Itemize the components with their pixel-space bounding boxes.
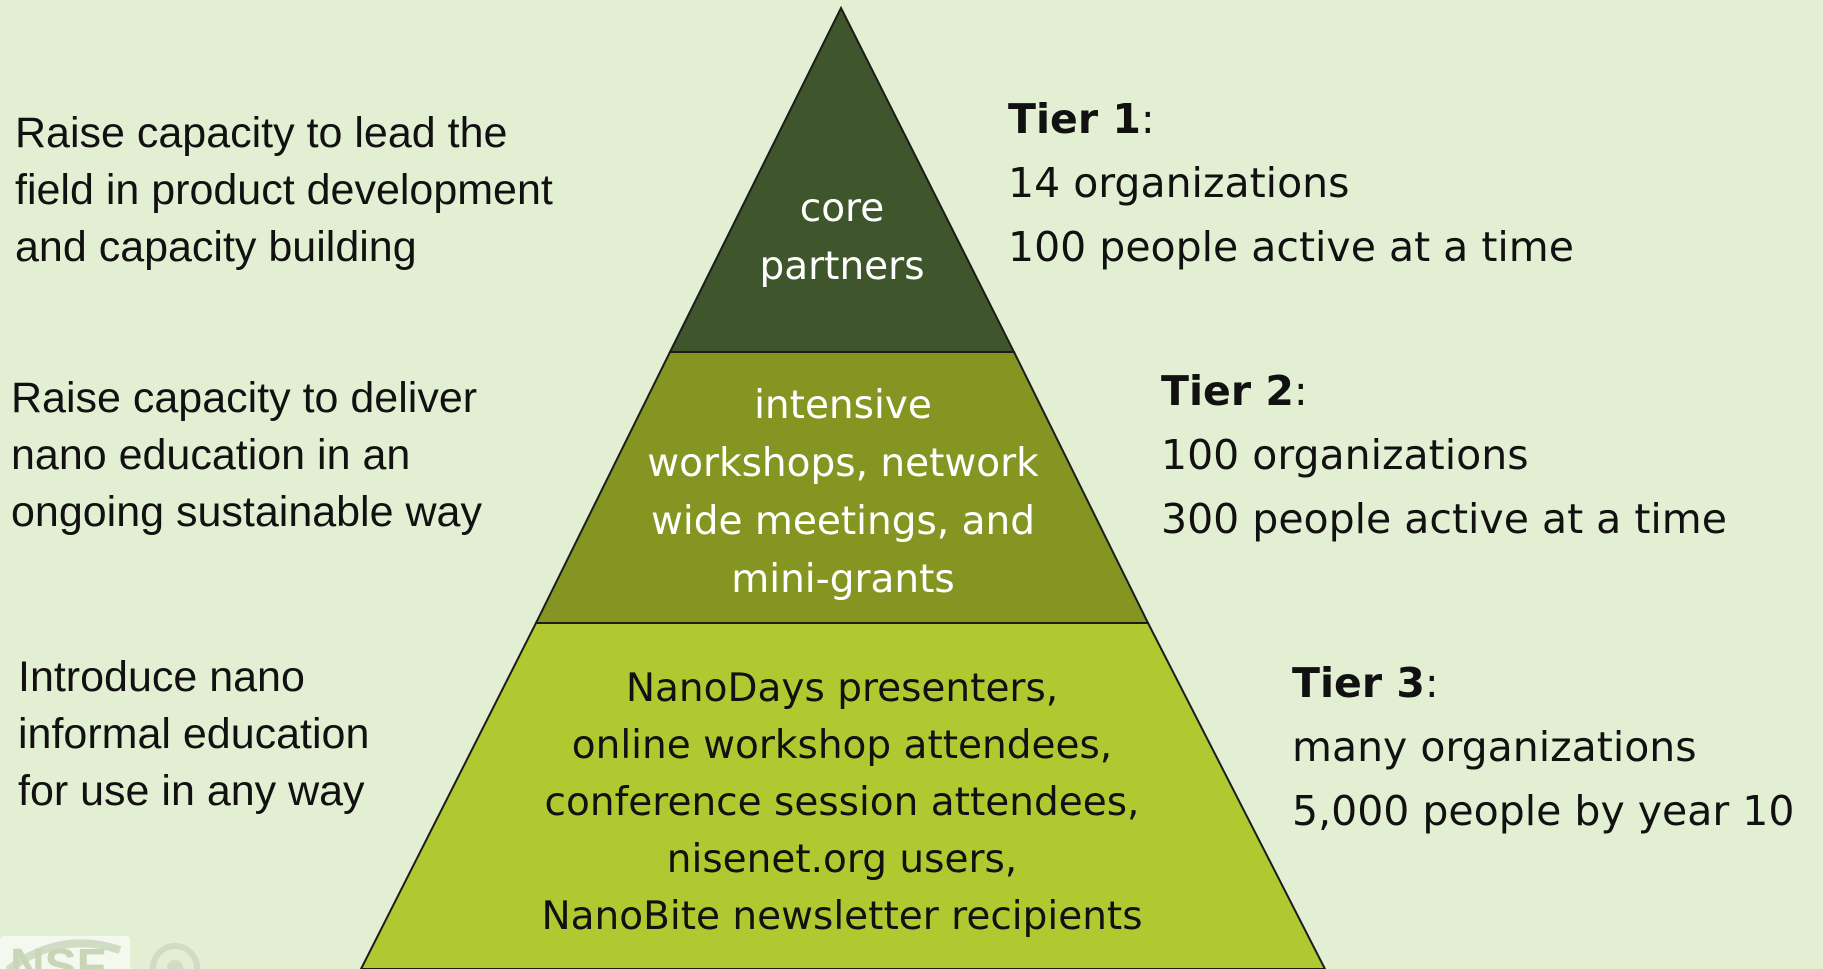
nsf-logo-mark: NSF [0,936,200,969]
pyramid-tier2-line: mini-grants [731,557,955,602]
goal-tier2-line: Raise capacity to deliver [11,374,478,422]
pyramid-tier3-line: nisenet.org users, [666,837,1018,882]
tier3-info: Tier 3: many organizations 5,000 people … [1292,651,1794,843]
goal-tier3-line: for use in any way [18,767,365,815]
tier2-colon: : [1293,367,1308,415]
tier1-colon: : [1140,95,1155,143]
goal-tier3-line: Introduce nano [18,653,305,701]
goal-tier3: Introduce nano informal education for us… [18,649,369,820]
tier3-colon: : [1424,659,1439,707]
goal-tier3-line: informal education [18,710,370,758]
tier1-label: Tier 1 [1008,95,1141,143]
tier2-heading: Tier 2: [1161,359,1727,423]
pyramid-tier3-line: conference session attendees, [544,780,1140,825]
pyramid-tier3-line: NanoDays presenters, [625,666,1059,711]
goal-tier1-line: field in product development [15,166,553,214]
goal-tier1: Raise capacity to lead the field in prod… [15,105,553,276]
tier3-people: 5,000 people by year 10 [1292,787,1795,835]
nsf-logo: NSF [0,930,230,969]
pyramid-tier1-text: core partners [759,180,924,296]
tier2-info: Tier 2: 100 organizations 300 people act… [1161,359,1727,551]
pyramid-tier3-text: NanoDays presenters, online workshop att… [541,660,1142,945]
tier3-orgs: many organizations [1292,723,1697,771]
goal-tier2-line: ongoing sustainable way [11,488,482,536]
goal-tier1-line: Raise capacity to lead the [15,109,508,157]
pyramid-tier1-line: core [799,186,885,231]
pyramid-tier2-line: workshops, network [647,441,1039,486]
pyramid-tier1-line: partners [759,244,925,289]
tier3-heading: Tier 3: [1292,651,1794,715]
tier1-people: 100 people active at a time [1008,223,1574,271]
goal-tier1-line: and capacity building [15,223,417,271]
tier2-orgs: 100 organizations [1161,431,1529,479]
goal-tier2: Raise capacity to deliver nano education… [11,370,482,541]
pyramid-tier2-text: intensive workshops, network wide meetin… [647,377,1039,609]
goal-tier2-line: nano education in an [11,431,411,479]
tier1-orgs: 14 organizations [1008,159,1350,207]
pyramid-tier2-line: wide meetings, and [651,499,1035,544]
tier3-label: Tier 3 [1292,659,1425,707]
tier1-info: Tier 1: 14 organizations 100 people acti… [1008,87,1574,279]
tier1-heading: Tier 1: [1008,87,1574,151]
tier2-people: 300 people active at a time [1161,495,1727,543]
tier2-label: Tier 2 [1161,367,1294,415]
pyramid-tier1-band [668,5,1016,353]
pyramid-tier3-line: NanoBite newsletter recipients [541,894,1143,939]
pyramid-tier2-line: intensive [754,383,932,428]
pyramid-tier3-line: online workshop attendees, [571,723,1113,768]
svg-text:NSF: NSF [10,940,106,969]
